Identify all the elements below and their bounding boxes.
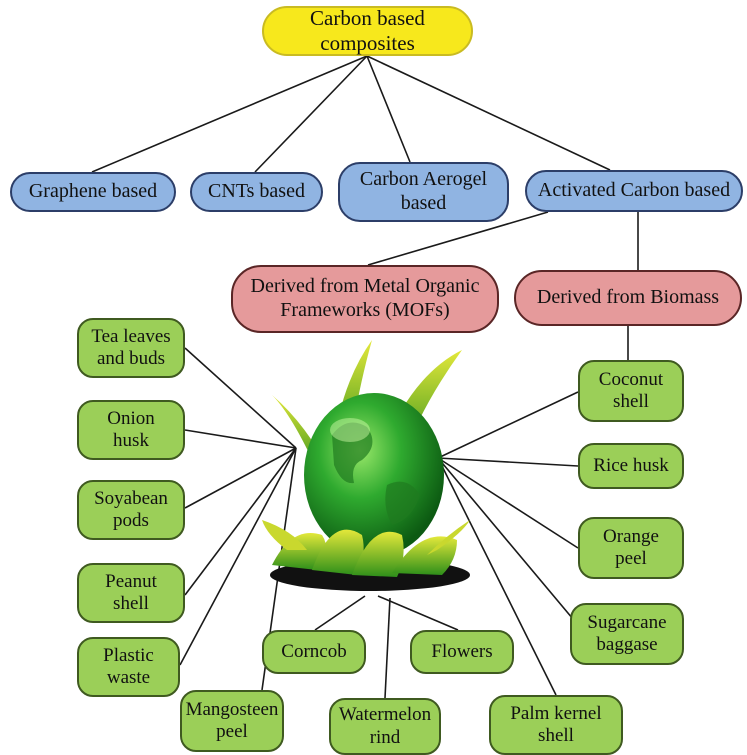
biomass-peanut-shell: Peanut shell	[77, 563, 185, 623]
link-globe-corncob	[314, 595, 366, 631]
link-globe-watermelon	[384, 597, 391, 699]
link-globe-onion	[184, 429, 297, 449]
biomass-flowers: Flowers	[410, 630, 514, 674]
biomass-plastic-waste: Plastic waste	[77, 637, 180, 697]
link-globe-coconut	[437, 391, 579, 459]
link-globe-peanut	[184, 447, 297, 596]
biomass-onion-husk: Onion husk	[77, 400, 185, 460]
link-activated-mof	[367, 211, 549, 266]
link-globe-sugarcane	[437, 457, 579, 626]
link-globe-flowers	[377, 595, 459, 631]
link-globe-ricehusk	[437, 457, 579, 467]
link-globe-palm	[437, 457, 557, 696]
biomass-soyabean-pods: Soyabean pods	[77, 480, 185, 540]
biomass-tea-leaves-and-buds: Tea leaves and buds	[77, 318, 185, 378]
category-activated-carbon-based: Activated Carbon based	[525, 170, 743, 212]
link-root-aerogel	[366, 55, 411, 163]
green-globe-illustration	[262, 340, 470, 591]
link-globe-tea	[184, 347, 297, 449]
category-cnts-based: CNTs based	[190, 172, 323, 212]
link-globe-plastic	[179, 447, 297, 666]
category-carbon-aerogel-based: Carbon Aerogel based	[338, 162, 509, 222]
biomass-rice-husk: Rice husk	[578, 443, 684, 489]
biomass-mangosteen-peel: Mangosteen peel	[180, 690, 284, 752]
link-root-cnts	[254, 55, 368, 173]
biomass-sugarcane-baggase: Sugarcane baggase	[570, 603, 684, 665]
biomass-orange-peel: Orange peel	[578, 517, 684, 579]
source-biomass: Derived from Biomass	[514, 270, 742, 326]
biomass-palm-kernel-shell: Palm kernel shell	[489, 695, 623, 755]
link-globe-soyabean	[184, 447, 297, 509]
root-node-carbon-based-composites: Carbon based composites	[262, 6, 473, 56]
biomass-corncob: Corncob	[262, 630, 366, 674]
biomass-watermelon-rind: Watermelon rind	[329, 698, 441, 755]
biomass-coconut-shell: Coconut shell	[578, 360, 684, 422]
source-mof: Derived from Metal Organic Frameworks (M…	[231, 265, 499, 333]
link-root-activated	[366, 55, 611, 171]
link-globe-orange	[437, 457, 579, 549]
category-graphene-based: Graphene based	[10, 172, 176, 212]
link-root-graphene	[91, 55, 368, 173]
